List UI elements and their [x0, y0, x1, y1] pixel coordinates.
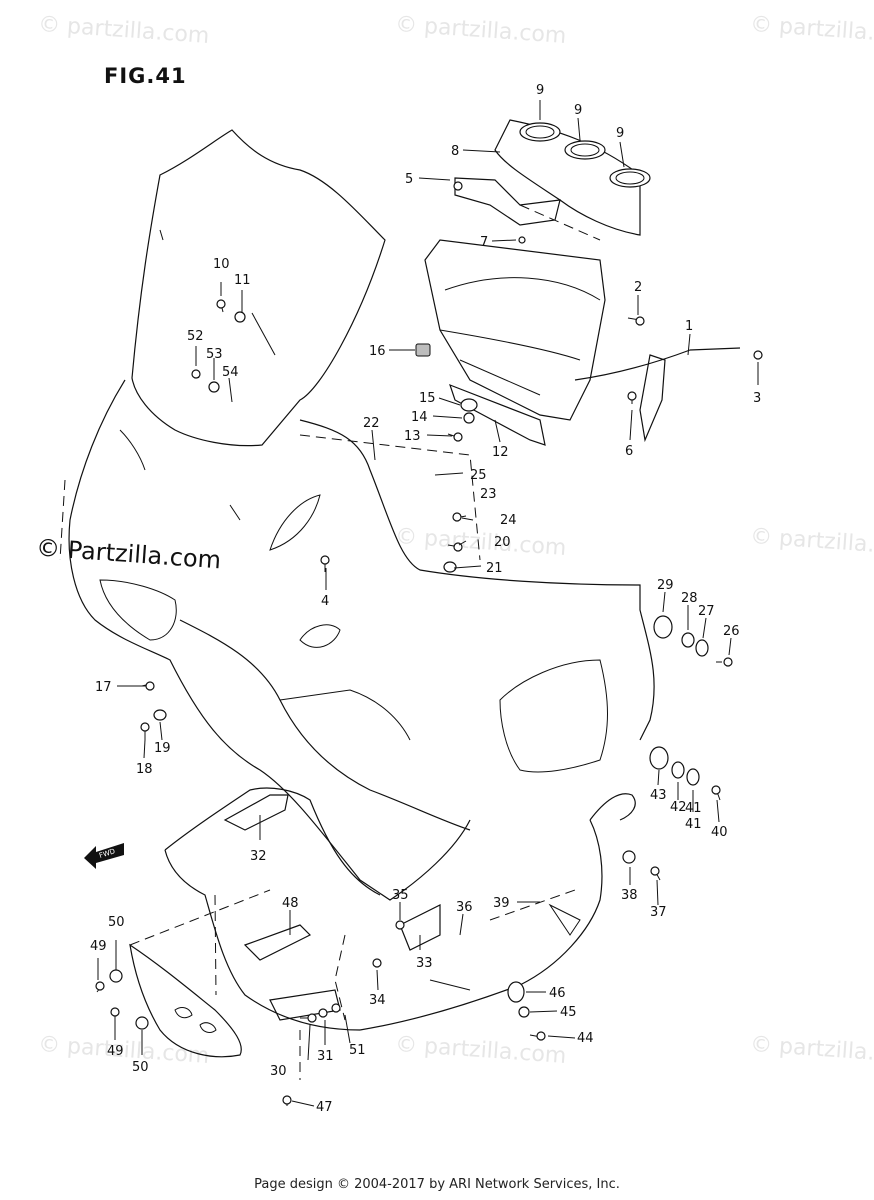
part-label: 11 — [234, 273, 251, 288]
part-label: 9 — [616, 126, 624, 141]
part-label: 5 — [405, 172, 413, 187]
assembly-lines — [59, 204, 601, 1080]
part-label: 17 — [95, 680, 112, 695]
part-label: 24 — [500, 513, 517, 528]
part-label: 36 — [456, 900, 473, 915]
part-label: 31 — [317, 1049, 334, 1064]
lower-cowling — [164, 787, 636, 1031]
part-label: 37 — [650, 905, 667, 920]
leader-lines — [97, 100, 759, 1107]
part-label: 46 — [549, 986, 566, 1001]
part-label: 32 — [250, 849, 267, 864]
part-label: 1 — [685, 319, 693, 334]
part-label: 35 — [392, 888, 409, 903]
part-label: 9 — [536, 83, 544, 98]
part-label: 15 — [419, 391, 436, 406]
brackets-lower — [223, 794, 441, 1021]
part-label: 41 — [685, 817, 702, 832]
meter-panel — [494, 119, 651, 236]
part-label: 52 — [187, 329, 204, 344]
part-label: 4 — [321, 594, 329, 609]
part-labels: 1 2 3 4 5 6 7 8 9 9 9 10 11 12 13 14 15 … — [90, 83, 761, 1115]
part-label: 44 — [577, 1031, 594, 1046]
part-label: 3 — [753, 391, 761, 406]
stay-1 — [574, 347, 741, 443]
part-label: 47 — [316, 1100, 333, 1115]
frame-brace — [424, 239, 606, 421]
part-label: 43 — [650, 788, 667, 803]
part-label: 13 — [404, 429, 421, 444]
fwd-arrow: FWD — [84, 843, 124, 869]
page-footer: Page design © 2004-2017 by ARI Network S… — [254, 1177, 620, 1192]
part-label: 20 — [494, 535, 511, 550]
part-label: 51 — [349, 1043, 366, 1058]
part-label: 49 — [107, 1044, 124, 1059]
part-label: 27 — [698, 604, 715, 619]
part-label: 42 — [670, 800, 687, 815]
part-label: 28 — [681, 591, 698, 606]
part-label: 25 — [470, 468, 487, 483]
part-label: 34 — [369, 993, 386, 1008]
part-label: 39 — [493, 896, 510, 911]
part-label: 54 — [222, 365, 239, 380]
fasteners — [95, 181, 763, 1106]
part-label: 21 — [486, 561, 503, 576]
part-label: 2 — [634, 280, 642, 295]
part-label: 30 — [270, 1064, 287, 1079]
part-label: 16 — [369, 344, 386, 359]
part-label: 7 — [480, 235, 488, 250]
part-label: 6 — [625, 444, 633, 459]
part-label: 49 — [90, 939, 107, 954]
part-label: 53 — [206, 347, 223, 362]
part-label: 50 — [108, 915, 125, 930]
small-parts — [109, 311, 709, 1030]
part-label: 29 — [657, 578, 674, 593]
part-label: 40 — [711, 825, 728, 840]
part-label: 33 — [416, 956, 433, 971]
part-label: 22 — [363, 416, 380, 431]
figure-title: FIG.41 — [104, 64, 187, 88]
part-label: 18 — [136, 762, 153, 777]
part-label: 41 — [685, 801, 702, 816]
part-label: 48 — [282, 896, 299, 911]
part-label: 45 — [560, 1005, 577, 1020]
side-cover — [129, 943, 242, 1058]
part-label: 26 — [723, 624, 740, 639]
part-label: 38 — [621, 888, 638, 903]
part-label: 12 — [492, 445, 509, 460]
bracket-12 — [449, 383, 546, 446]
upper-fairing — [68, 379, 655, 901]
part-label: 50 — [132, 1060, 149, 1075]
part-label: 8 — [451, 144, 459, 159]
part-label: 23 — [480, 487, 497, 502]
part-label: 10 — [213, 257, 230, 272]
part-label: 14 — [411, 410, 428, 425]
part-label: 19 — [154, 741, 171, 756]
part-label: 9 — [574, 103, 582, 118]
windscreen — [131, 129, 386, 447]
